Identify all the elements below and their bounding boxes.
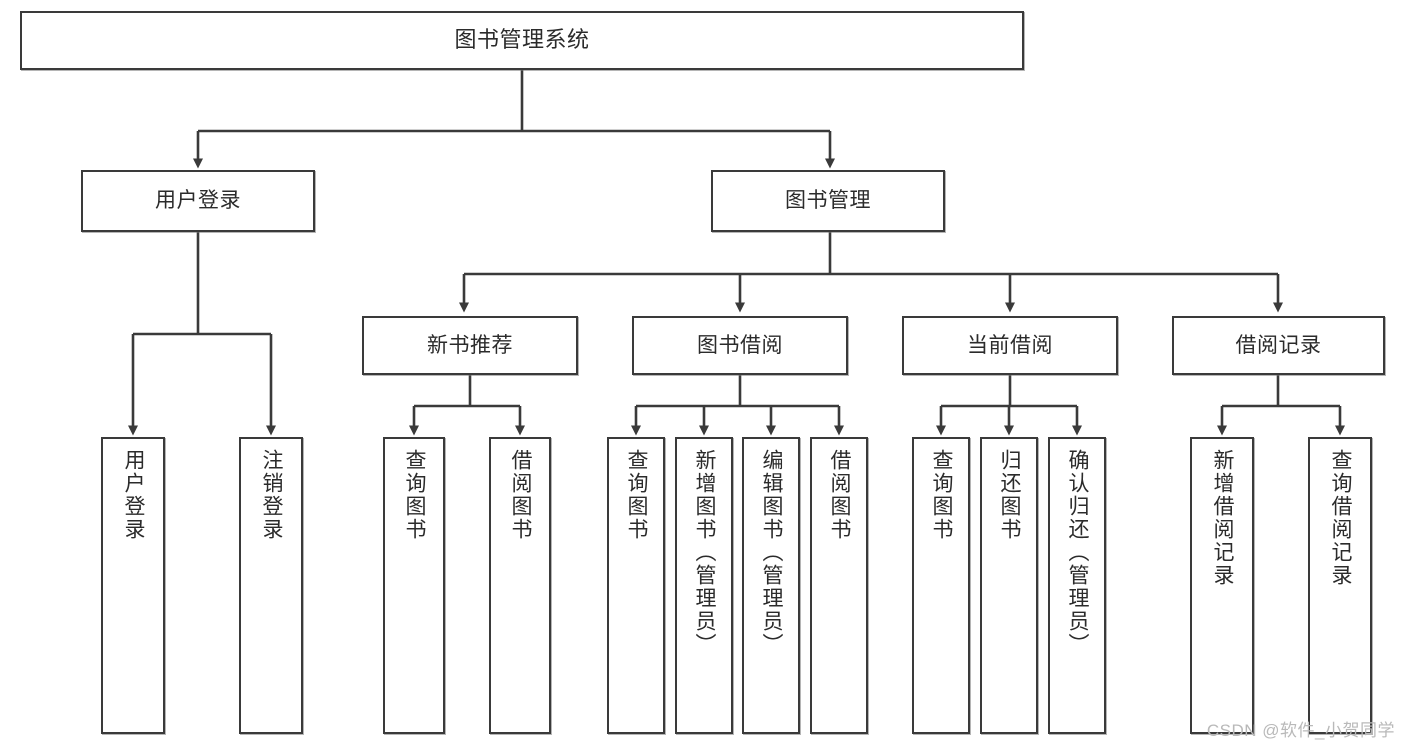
- node-leaf-query-book-2[interactable]: 查询图书: [607, 437, 665, 734]
- node-borrow-record[interactable]: 借阅记录: [1172, 316, 1385, 375]
- node-label: 图书借阅: [697, 333, 783, 357]
- node-label: 新书推荐: [427, 333, 513, 357]
- node-user-login[interactable]: 用户登录: [81, 170, 315, 232]
- node-label: 查询借阅记录: [1329, 449, 1353, 587]
- node-label: 用户登录: [122, 449, 146, 541]
- node-label: 编辑图书（管理员）: [760, 449, 784, 656]
- node-label: 新增借阅记录: [1211, 449, 1235, 587]
- node-label: 借阅记录: [1235, 333, 1322, 357]
- node-new-book-recommend[interactable]: 新书推荐: [362, 316, 578, 375]
- node-label: 借阅图书: [509, 449, 533, 541]
- node-label: 注销登录: [260, 449, 284, 541]
- node-label: 借阅图书: [828, 449, 852, 541]
- csdn-watermark: CSDN @软件_小贺同学: [1206, 721, 1395, 740]
- node-book-manage[interactable]: 图书管理: [711, 170, 945, 232]
- node-leaf-add-book[interactable]: 新增图书（管理员）: [675, 437, 733, 734]
- node-label: 查询图书: [403, 449, 427, 541]
- node-leaf-query-book-3[interactable]: 查询图书: [912, 437, 970, 734]
- node-current-borrow[interactable]: 当前借阅: [902, 316, 1118, 375]
- node-leaf-borrow-book-1[interactable]: 借阅图书: [489, 437, 551, 734]
- node-leaf-return-book[interactable]: 归还图书: [980, 437, 1038, 734]
- node-label: 用户登录: [155, 189, 241, 213]
- node-label: 新增图书（管理员）: [693, 449, 717, 656]
- node-root-book-management-system[interactable]: 图书管理系统: [20, 11, 1024, 70]
- node-label: 确认归还（管理员）: [1066, 449, 1090, 656]
- node-label: 归还图书: [998, 449, 1022, 541]
- node-leaf-user-login[interactable]: 用户登录: [101, 437, 165, 734]
- node-leaf-add-record[interactable]: 新增借阅记录: [1190, 437, 1254, 734]
- node-label: 查询图书: [930, 449, 954, 541]
- node-leaf-user-logout[interactable]: 注销登录: [239, 437, 303, 734]
- node-label: 图书管理系统: [454, 27, 590, 53]
- node-leaf-borrow-book-2[interactable]: 借阅图书: [810, 437, 868, 734]
- node-leaf-query-record[interactable]: 查询借阅记录: [1308, 437, 1372, 734]
- node-label: 图书管理: [785, 189, 871, 213]
- node-leaf-query-book-1[interactable]: 查询图书: [383, 437, 445, 734]
- node-leaf-confirm-return[interactable]: 确认归还（管理员）: [1048, 437, 1106, 734]
- node-book-borrow[interactable]: 图书借阅: [632, 316, 848, 375]
- node-label: 查询图书: [625, 449, 649, 541]
- node-leaf-edit-book[interactable]: 编辑图书（管理员）: [742, 437, 800, 734]
- node-label: 当前借阅: [967, 333, 1053, 357]
